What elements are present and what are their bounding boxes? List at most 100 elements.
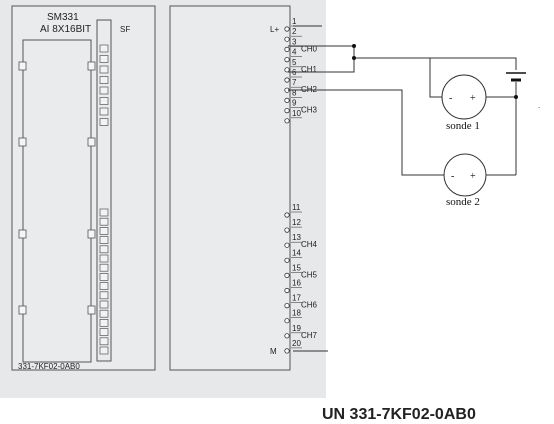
terminal-number: 14 <box>292 248 301 257</box>
sensor-1-minus: - <box>449 93 452 104</box>
wire-ch1 <box>288 89 444 176</box>
terminal-number: 13 <box>292 233 301 242</box>
terminal-screw <box>284 46 290 53</box>
stray-dot: . <box>538 101 540 110</box>
order-number: 331-7KF02-0AB0 <box>18 362 80 371</box>
terminal-screw <box>284 242 290 248</box>
terminal-screw <box>284 108 290 114</box>
terminal-screw <box>284 272 290 278</box>
led-indicator <box>99 55 109 63</box>
front-connector <box>169 5 291 371</box>
led-indicator <box>99 76 109 84</box>
led-indicator <box>99 245 109 254</box>
terminal-number: 5 <box>292 58 297 67</box>
led-indicator <box>99 337 109 346</box>
terminal-number: 10 <box>292 109 301 118</box>
sensor-1-label: sonde 1 <box>446 120 480 132</box>
led-indicator <box>99 97 109 105</box>
led-indicator <box>99 217 109 226</box>
terminal-label: CH4 <box>301 240 318 249</box>
terminal-screw <box>284 36 290 42</box>
led-indicator <box>99 273 109 281</box>
led-indicator <box>99 319 109 327</box>
led-indicator <box>99 65 109 74</box>
led-indicator <box>99 86 109 95</box>
terminal-label: CH1 <box>301 65 318 74</box>
terminal-number: 9 <box>292 99 297 108</box>
module-front <box>11 5 156 371</box>
terminal-number: 7 <box>292 78 297 87</box>
led-indicator <box>99 44 109 53</box>
terminal-number: 19 <box>292 324 301 333</box>
sensor-2-minus: - <box>451 171 454 182</box>
led-indicator <box>99 309 109 318</box>
terminal-number: 12 <box>292 218 301 227</box>
terminal-10: 10 <box>284 109 302 124</box>
terminal-number: 1 <box>292 17 297 26</box>
junction-dots <box>352 44 518 99</box>
led-group-bottom <box>99 208 109 355</box>
terminal-screw <box>284 318 290 324</box>
terminal-4: 4 <box>284 48 302 63</box>
led-indicator <box>99 208 109 217</box>
terminal-8: 8 <box>284 88 302 104</box>
terminal-number: 16 <box>292 279 301 288</box>
led-indicator <box>99 328 109 336</box>
led-group-top <box>99 44 109 126</box>
battery-symbol <box>506 72 526 82</box>
module-name: SM331 <box>47 12 79 23</box>
terminal-label: M <box>270 347 277 356</box>
terminal-screw <box>284 287 290 294</box>
led-indicator <box>99 227 109 235</box>
terminal-number: 18 <box>292 309 301 318</box>
sf-label: SF <box>120 25 130 34</box>
terminal-11: 11 <box>284 203 302 218</box>
terminal-label: CH5 <box>301 270 318 279</box>
terminal-16: 16 <box>284 279 302 294</box>
led-indicator <box>99 291 109 300</box>
terminal-label: CH3 <box>301 106 318 115</box>
terminal-label: L+ <box>270 25 279 34</box>
terminal-label: CH6 <box>301 301 318 310</box>
terminal-screw <box>284 26 290 32</box>
terminal-label: CH0 <box>301 44 318 53</box>
slot-notches <box>18 61 96 315</box>
terminal-2: 2 <box>284 27 302 42</box>
terminal-screw <box>284 56 290 63</box>
led-strip <box>96 19 112 362</box>
sensor-2-label: sonde 2 <box>446 196 480 208</box>
terminal-block: 1L+23CH045CH167CH289CH310111213CH41415CH… <box>270 17 318 356</box>
label-slot <box>22 39 92 363</box>
wire-ch0-minus <box>288 46 355 73</box>
sensor-1-plus: + <box>470 93 476 104</box>
terminal-number: 8 <box>292 88 297 97</box>
sensor-2: - + sonde 2 <box>443 153 487 208</box>
terminal-screw <box>284 67 290 73</box>
terminal-screw <box>284 333 290 339</box>
led-indicator <box>99 346 109 355</box>
caption: UN 331-7KF02-0AB0 <box>322 406 476 423</box>
led-indicator <box>99 300 109 309</box>
terminal-number: 4 <box>292 48 297 57</box>
terminal-18: 18 <box>284 309 302 324</box>
terminal-screw <box>284 348 290 354</box>
led-indicator <box>99 236 109 244</box>
led-indicator <box>99 282 109 290</box>
terminal-number: 3 <box>292 37 297 46</box>
terminal-screw <box>284 97 290 104</box>
led-indicator <box>99 118 109 126</box>
module-type-label: AI 8X16BIT <box>40 24 91 35</box>
terminal-number: 15 <box>292 263 301 272</box>
terminal-label: CH7 <box>301 331 318 340</box>
terminal-screw <box>284 212 290 218</box>
terminal-number: 2 <box>292 27 297 36</box>
led-indicator <box>99 254 109 263</box>
terminal-screw <box>284 302 290 309</box>
led-indicator <box>99 107 109 116</box>
